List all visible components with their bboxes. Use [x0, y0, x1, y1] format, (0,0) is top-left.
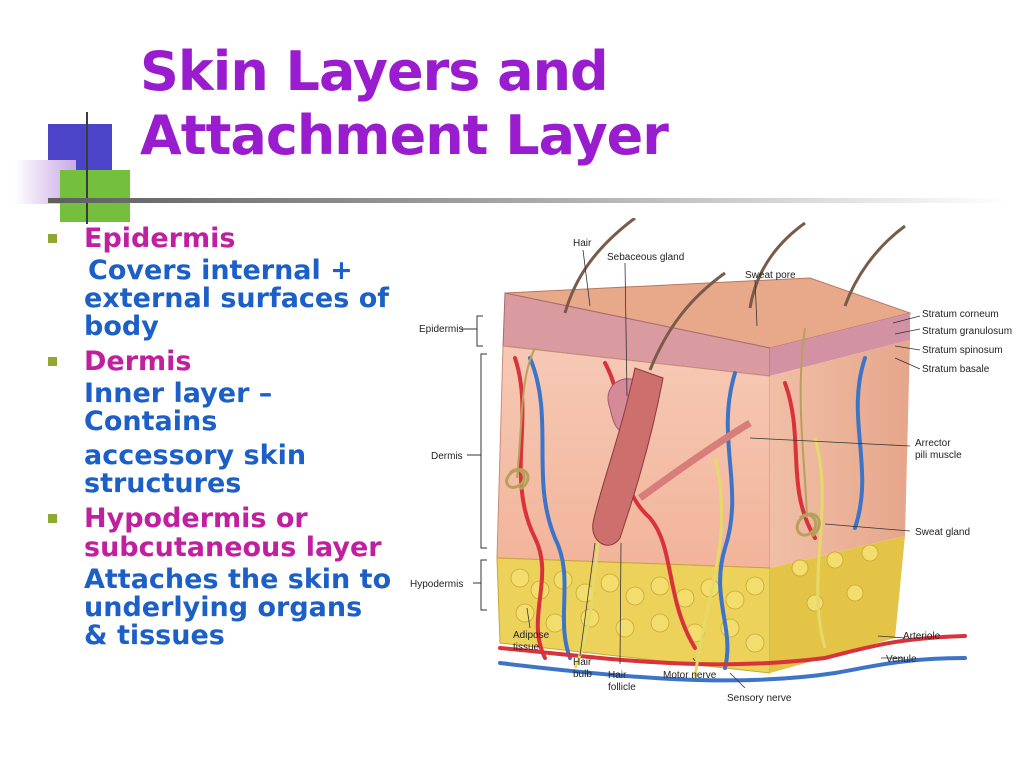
- label-dermis: Dermis: [431, 451, 463, 462]
- deco-square-green: [60, 170, 130, 222]
- bullet-marker-icon: [48, 514, 57, 523]
- bullet-hypodermis: Hypodermis or subcutaneous layer: [44, 504, 394, 562]
- label-stratum-granulosum: Stratum granulosum: [922, 326, 1012, 337]
- bullet-text: Attaches the skin to underlying organs &…: [84, 564, 392, 651]
- label-venule: Venule: [886, 654, 917, 665]
- label-hair: Hair: [573, 238, 592, 249]
- title-underline: [48, 198, 1008, 203]
- dermis-side: [770, 340, 910, 568]
- label-adipose: Adipose: [513, 630, 550, 641]
- bullet-text: Inner layer – Contains: [84, 378, 273, 437]
- label-sebaceous-gland: Sebaceous gland: [607, 252, 684, 263]
- label-stratum-basale: Stratum basale: [922, 364, 990, 375]
- label-hair-follicle-2: follicle: [608, 682, 636, 693]
- bullet-heading: Hypodermis or subcutaneous layer: [84, 503, 382, 563]
- hair-follicle: [592, 367, 664, 546]
- bullet-epidermis: Epidermis: [44, 224, 394, 253]
- label-stratum-spinosum: Stratum spinosum: [922, 345, 1003, 356]
- label-hair-follicle-1: Hair: [608, 670, 627, 681]
- bullet-marker-icon: [48, 234, 57, 243]
- label-hair-bulb-1: Hair: [573, 657, 592, 668]
- label-tissue: tissue: [513, 642, 540, 653]
- slide-title: Skin Layers and Attachment Layer: [140, 40, 669, 167]
- deco-vertical-line: [86, 112, 88, 224]
- bullet-text: Covers internal + external surfaces of b…: [84, 255, 390, 342]
- bullet-heading: Epidermis: [84, 223, 236, 254]
- leader-lines: [526, 249, 921, 689]
- bullet-list: Epidermis Covers internal + external sur…: [44, 224, 394, 656]
- epidermis-side: [770, 313, 910, 376]
- bullet-marker-icon: [48, 357, 57, 366]
- label-sensory-nerve: Sensory nerve: [727, 693, 792, 704]
- bullet-text: accessory skin structures: [84, 440, 307, 499]
- bullet-heading: Dermis: [84, 346, 192, 377]
- label-arrector: Arrector: [915, 438, 951, 449]
- label-sweat-pore: Sweat pore: [745, 270, 796, 281]
- label-pili-muscle: pili muscle: [915, 450, 962, 461]
- skin-cross-section-diagram: Hair Sebaceous gland Sweat pore Epidermi…: [410, 218, 1012, 704]
- sweat-glands: [505, 327, 821, 538]
- label-sweat-gland: Sweat gland: [915, 527, 970, 538]
- label-hair-bulb-2: bulb: [573, 669, 592, 680]
- bullet-dermis: Dermis: [44, 347, 394, 376]
- arrector-pili-muscle: [637, 419, 752, 501]
- label-epidermis: Epidermis: [419, 324, 463, 335]
- layer-brackets: [461, 315, 487, 611]
- label-arteriole: Arteriole: [903, 631, 941, 642]
- label-motor-nerve: Motor nerve: [663, 670, 717, 681]
- label-stratum-corneum: Stratum corneum: [922, 309, 999, 320]
- label-hypodermis: Hypodermis: [410, 579, 463, 590]
- hair-shafts: [563, 218, 906, 371]
